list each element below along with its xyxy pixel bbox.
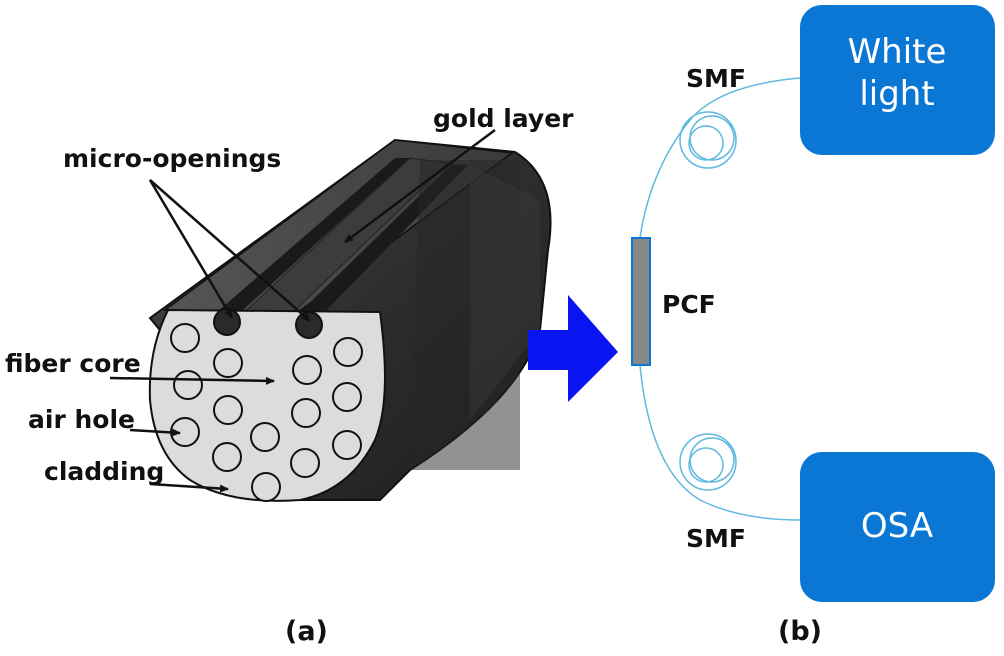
micro-openings-arrow-right [149,179,311,322]
label-pcf: PCF [662,290,716,319]
blue-arrow-icon [528,295,618,402]
air-holes [170,323,363,502]
micro-opening-hole [213,308,241,336]
fiber-core-arrow [109,376,275,385]
air-hole-arrow [129,428,181,437]
micro-openings-arrow-left [148,179,234,319]
label-micro-openings: micro-openings [63,144,281,173]
air-hole [291,398,321,428]
air-hole [213,395,243,425]
caption-a: (a) [285,616,328,647]
osa-label: OSA [861,506,933,546]
label-air-hole: air hole [28,405,135,434]
air-hole [333,337,363,367]
air-hole [332,382,362,412]
white-light-box [800,5,995,155]
pcf-segment [631,237,651,366]
air-hole [170,323,200,353]
air-hole [292,355,322,385]
caption-b: (b) [778,616,822,647]
label-fiber-core: fiber core [5,349,141,378]
label-smf-top: SMF [686,64,746,93]
air-hole [212,442,242,472]
smf-top-fiber [639,77,801,239]
white-light-label-line2: light [859,74,934,114]
micro-opening-hole [295,311,323,339]
white-light-label-line1: White [848,32,947,72]
air-hole [332,430,362,460]
label-smf-bottom: SMF [686,524,746,553]
label-gold-layer: gold layer [433,104,574,133]
setup-diagram [639,77,801,521]
micro-opening-channel-left [210,158,410,320]
fiber-cross-section [148,308,386,502]
air-hole [213,348,243,378]
air-hole [251,472,281,502]
pcf-3d-model [148,138,552,502]
cladding-arrow [149,482,229,493]
gold-layer-arrow [344,128,496,244]
smf-bottom-fiber [639,364,801,521]
osa-box [800,452,995,602]
air-hole [173,370,203,400]
air-hole [290,448,320,478]
air-hole [250,422,280,452]
label-cladding: cladding [44,457,164,486]
